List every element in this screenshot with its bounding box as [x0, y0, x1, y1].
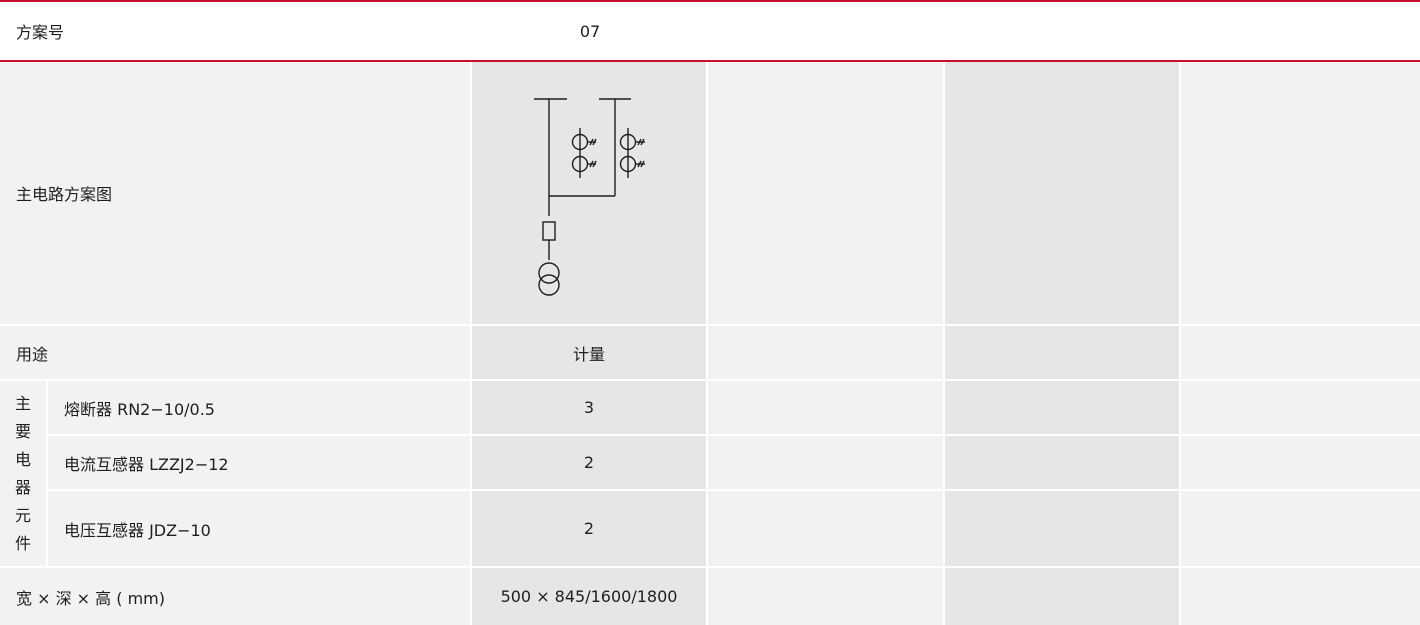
dimensions-value: 500 × 845/1600/1800	[500, 587, 678, 606]
usage-col3	[708, 326, 943, 379]
component-row1-col3	[708, 381, 943, 434]
component-name-text: 电压互感器 JDZ−10	[64, 520, 211, 540]
component-row3-col4	[945, 491, 1179, 566]
ct-right-upper-icon	[619, 133, 637, 151]
circuit-diagram-label: 主电路方案图	[16, 185, 113, 204]
component-row2-col3	[708, 436, 943, 489]
component-row1-col4	[945, 381, 1179, 434]
usage-col4	[945, 326, 1179, 379]
component-qty-text: 2	[583, 453, 595, 472]
component-qty-text: 3	[583, 398, 595, 417]
group-label-char: 器	[14, 477, 31, 497]
component-name-text: 电流互感器 LZZJ2−12	[64, 454, 229, 474]
dimensions-label: 宽 × 深 × 高 ( mm)	[16, 588, 165, 608]
usage-col5	[1181, 326, 1420, 379]
ct-left-lower-icon	[571, 155, 589, 173]
group-label-char: 件	[14, 533, 31, 553]
scheme-number-value: 07	[579, 21, 601, 41]
dimensions-value-cell: 500 × 845/1600/1800	[472, 568, 706, 625]
component-name-fuse: 熔断器 RN2−10/0.5	[48, 381, 470, 434]
dimensions-col4	[945, 568, 1179, 625]
scheme-number-row: 方案号	[0, 2, 1420, 60]
dimensions-col5	[1181, 568, 1420, 625]
component-qty-fuse: 3	[472, 381, 706, 434]
usage-value-cell: 计量	[472, 326, 706, 379]
usage-label: 用途	[16, 344, 49, 364]
option-col5-diagram	[1181, 62, 1420, 324]
transformer-lower-winding-icon	[538, 274, 560, 296]
scheme-number-value-cell: 07	[472, 2, 708, 60]
group-label-char: 电	[14, 449, 31, 469]
dimensions-col3	[708, 568, 943, 625]
ct-left-upper-icon	[571, 133, 589, 151]
component-qty-ct: 2	[472, 436, 706, 489]
component-name-text: 熔断器 RN2−10/0.5	[64, 399, 215, 419]
header-red-rule	[0, 60, 1420, 62]
component-qty-pt: 2	[472, 491, 706, 566]
main-components-group-label: 主 要 电 器 元 件	[0, 381, 46, 566]
group-label-char: 元	[14, 505, 31, 525]
component-name-ct: 电流互感器 LZZJ2−12	[48, 436, 470, 489]
component-row3-col3	[708, 491, 943, 566]
component-row3-col5	[1181, 491, 1420, 566]
usage-value: 计量	[572, 344, 605, 364]
fuse-icon	[542, 221, 556, 241]
group-label-char: 主	[14, 393, 31, 413]
circuit-diagram-label-cell: 主电路方案图	[0, 62, 470, 324]
option-col3-diagram	[708, 62, 943, 324]
transformer-upper-winding-icon	[538, 262, 560, 284]
top-red-rule	[0, 0, 1420, 2]
main-circuit-diagram	[534, 98, 645, 296]
component-name-pt: 电压互感器 JDZ−10	[48, 491, 470, 566]
component-row1-col5	[1181, 381, 1420, 434]
component-qty-text: 2	[583, 519, 595, 538]
ct-right-lower-icon	[619, 155, 637, 173]
usage-label-cell: 用途	[0, 326, 470, 379]
component-row2-col5	[1181, 436, 1420, 489]
circuit-diagram-cell	[472, 62, 706, 324]
scheme-number-label: 方案号	[16, 23, 65, 42]
dimensions-label-cell: 宽 × 深 × 高 ( mm)	[0, 568, 470, 625]
option-col4-diagram	[945, 62, 1179, 324]
group-label-char: 要	[14, 421, 31, 441]
component-row2-col4	[945, 436, 1179, 489]
